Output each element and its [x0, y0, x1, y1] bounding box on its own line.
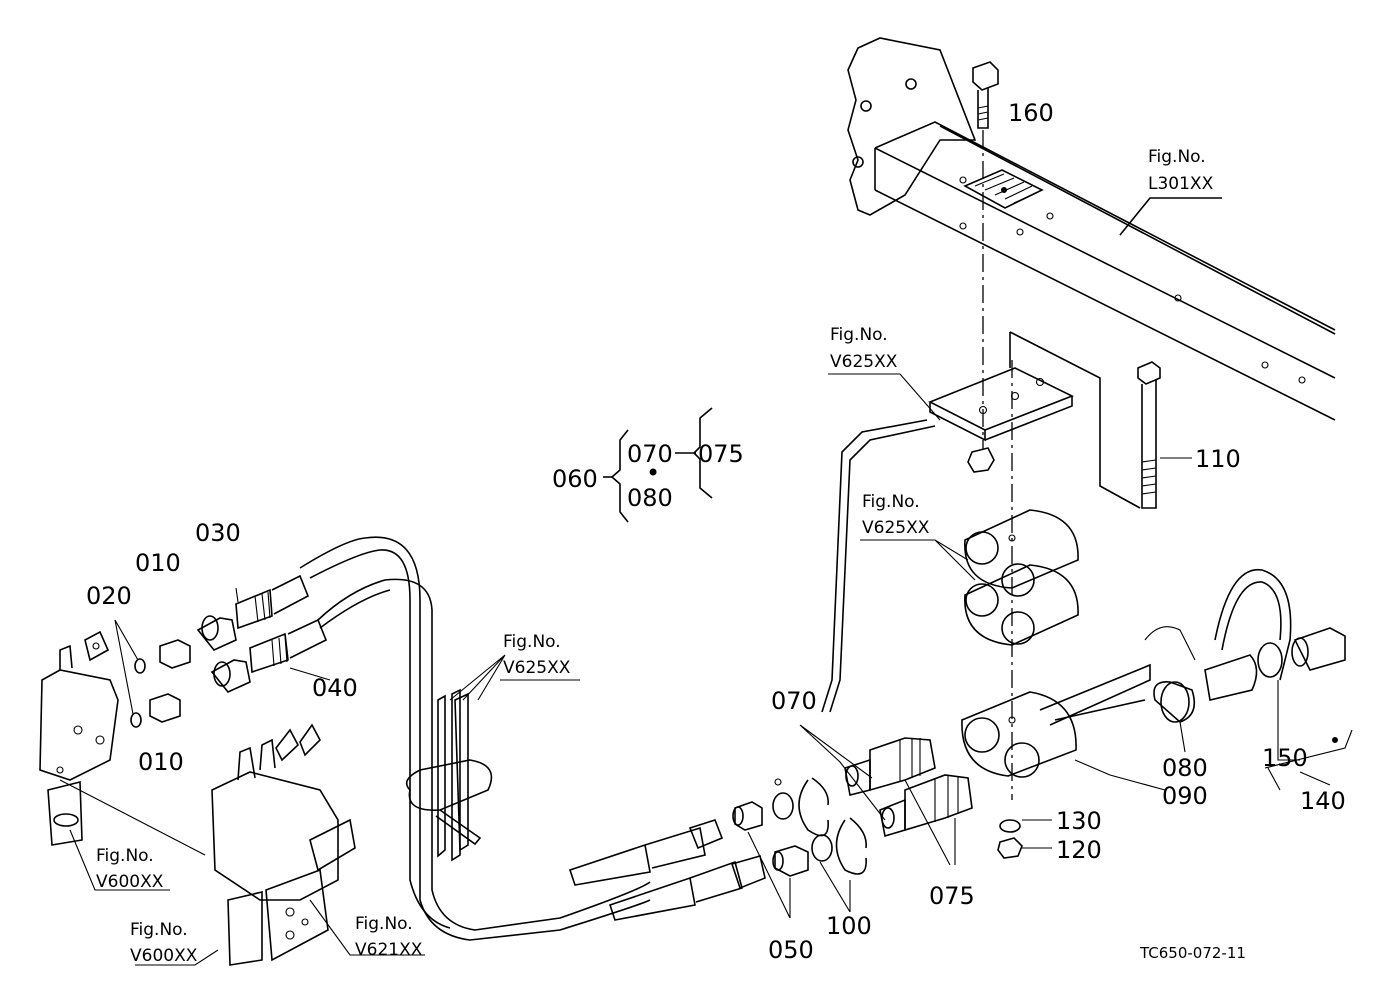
label-080-group: 080 [627, 484, 673, 512]
label-090: 090 [1162, 782, 1208, 810]
drawing-code: TC650-072-11 [1139, 944, 1246, 962]
label-070-group: 070 [627, 440, 673, 468]
label-140: 140 [1300, 787, 1346, 815]
control-valve-upper [39, 619, 206, 891]
label-020: 020 [86, 582, 132, 610]
hoses [196, 536, 766, 941]
control-valve-lower [135, 723, 425, 966]
cable-tie [405, 654, 506, 862]
group-dot: • [646, 459, 660, 487]
label-030: 030 [195, 519, 241, 547]
label-080: 080 [1162, 754, 1208, 782]
group-brackets [603, 407, 713, 523]
label-130: 130 [1056, 807, 1102, 835]
fig-ref-v600-upper: V600XX [96, 872, 164, 892]
bolt-110 [1137, 361, 1192, 509]
hose-bracket-plate [821, 331, 1141, 800]
fig-ref-v600-lower: V600XX [130, 946, 198, 966]
fig-label-v600-upper: Fig.No. [96, 846, 154, 866]
part-number-labels: 160 110 060 070 • 080 075 030 010 020 04… [86, 99, 1346, 964]
fig-label-l301: Fig.No. [1148, 147, 1206, 167]
fig-label-v625-tie: Fig.No. [503, 632, 561, 652]
label-160: 160 [1008, 99, 1054, 127]
label-010-upper: 010 [135, 549, 181, 577]
label-100: 100 [826, 912, 872, 940]
label-040: 040 [312, 674, 358, 702]
fig-label-v625-bracket: Fig.No. [830, 325, 888, 345]
label-075: 075 [929, 882, 975, 910]
fig-ref-v621: V621XX [355, 940, 423, 960]
fig-label-v600-lower: Fig.No. [130, 920, 188, 940]
figure-reference-labels: Fig.No. L301XX Fig.No. V625XX Fig.No. V6… [96, 147, 1214, 966]
label-010-lower: 010 [138, 748, 184, 776]
label-120: 120 [1056, 836, 1102, 864]
adapters-and-rings [732, 724, 973, 919]
frame-beam [847, 37, 1336, 450]
fig-label-v621: Fig.No. [355, 914, 413, 934]
fig-label-v625-clamp: Fig.No. [862, 492, 920, 512]
label-075-group: 075 [698, 440, 744, 468]
fig-ref-v625-tie: V625XX [503, 658, 571, 678]
label-110: 110 [1195, 445, 1241, 473]
label-150: 150 [1262, 744, 1308, 772]
fig-ref-l301: L301XX [1148, 174, 1214, 194]
label-050: 050 [768, 936, 814, 964]
label-060: 060 [552, 465, 598, 493]
fig-ref-v625-clamp: V625XX [862, 518, 930, 538]
label-070: 070 [771, 687, 817, 715]
fig-ref-v625-bracket: V625XX [830, 352, 898, 372]
quick-coupler-assembly [1039, 568, 1353, 791]
hose-clamp-blocks [961, 509, 1166, 859]
